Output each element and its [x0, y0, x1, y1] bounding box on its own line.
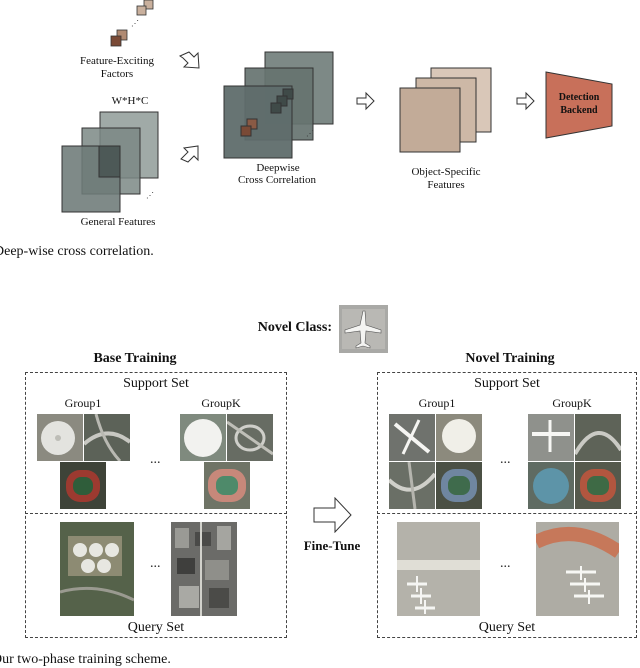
novel-class-label: Novel Class:	[257, 320, 332, 335]
top-caption: Deep-wise cross correlation.	[0, 244, 154, 259]
base-g1-interchange-image	[84, 414, 130, 461]
general-features-label: General Features	[80, 216, 156, 228]
base-g1-storage-tank-image	[37, 414, 83, 461]
base-g1-track-image	[60, 462, 106, 509]
detection-backend-label-2: Backend	[560, 105, 598, 116]
detection-backend-shape	[545, 71, 613, 139]
svg-text:⋰: ⋰	[146, 191, 154, 200]
cross-correlation-label-2: Cross Correlation	[238, 174, 316, 186]
fine-tune-label: Fine-Tune	[303, 538, 361, 553]
svg-text:⋰: ⋰	[306, 129, 314, 138]
base-support-ellipsis: ...	[150, 452, 161, 467]
novel-gk-storage-tank-image	[528, 462, 574, 509]
base-group1-label: Group1	[64, 396, 102, 410]
novel-support-set-label: Support Set	[474, 376, 540, 391]
top-diagram: ⋰ ⋰ ⋰	[61, 0, 613, 213]
novel-group1-label: Group1	[418, 396, 456, 410]
arrow-up-right	[180, 145, 199, 163]
novel-g1-track-image	[436, 462, 482, 509]
base-gk-track-image	[204, 462, 250, 509]
novel-query-ellipsis: ...	[500, 556, 511, 571]
cross-correlation-stack: ⋰	[223, 51, 334, 159]
novel-g1-airplane-image	[389, 414, 435, 461]
novel-training-title: Novel Training	[465, 351, 555, 366]
base-query-tanks-image	[60, 522, 134, 616]
novel-divider	[377, 513, 637, 514]
novel-training-box	[377, 372, 637, 638]
arrow-right-2	[516, 91, 535, 111]
novel-gk-airplane-image	[528, 414, 574, 461]
general-features-stack: ⋰	[61, 111, 159, 213]
object-specific-stack	[399, 67, 492, 153]
base-gk-interchange-image	[227, 414, 273, 461]
base-query-ellipsis: ...	[150, 556, 161, 571]
novel-query-airport-2-image	[536, 522, 619, 616]
novel-class-airplane-image	[339, 305, 388, 353]
bottom-caption: Our two-phase training scheme.	[0, 652, 171, 667]
detection-backend-label-1: Detection	[558, 92, 600, 103]
base-query-set-label: Query Set	[127, 620, 185, 635]
feature-exciting-factors-label: Feature-Exciting Factors	[80, 55, 154, 80]
base-groupk-label: GroupK	[201, 396, 241, 410]
object-specific-label-2: Features	[427, 179, 465, 191]
arrow-right-1	[356, 91, 375, 111]
object-specific-label-1: Object-Specific	[411, 166, 481, 178]
base-query-city-image	[171, 522, 237, 616]
novel-gk-track-image	[575, 462, 621, 509]
base-training-title: Base Training	[93, 351, 177, 366]
cross-correlation-label-1: Deepwise	[256, 162, 300, 174]
svg-text:⋰: ⋰	[131, 19, 139, 28]
novel-g1-storage-tank-image	[436, 414, 482, 461]
fine-tune-arrow	[313, 497, 352, 533]
base-gk-storage-tank-image	[180, 414, 226, 461]
novel-support-ellipsis: ...	[500, 452, 511, 467]
base-training-box	[25, 372, 287, 638]
novel-query-set-label: Query Set	[478, 620, 536, 635]
novel-gk-interchange-image	[575, 414, 621, 461]
novel-g1-interchange-image	[389, 462, 435, 509]
factor-squares: ⋰	[110, 0, 154, 47]
novel-groupk-label: GroupK	[552, 396, 592, 410]
novel-query-airport-1-image	[397, 522, 480, 616]
arrow-down-right	[178, 51, 200, 69]
base-divider	[25, 513, 287, 514]
dims-label: W*H*C	[111, 95, 149, 107]
base-support-set-label: Support Set	[123, 376, 189, 391]
